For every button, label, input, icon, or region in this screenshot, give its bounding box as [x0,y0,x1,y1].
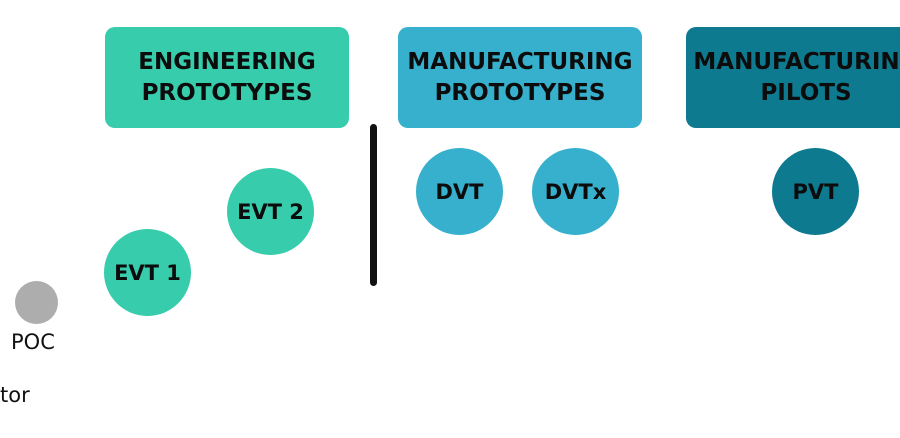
milestone-poc-label: POC [11,330,55,354]
milestone-poc-dot [15,281,58,324]
stage-label-line2: PROTOTYPES [434,79,606,106]
milestone-evt1: EVT 1 [104,229,191,316]
milestone-label: PVT [792,179,839,204]
milestone-pvt: PVT [772,148,859,235]
stage-manufacturing-prototypes: MANUFACTURING PROTOTYPES [398,27,642,128]
phase-divider [370,124,377,286]
stage-label-line2: PROTOTYPES [141,79,313,106]
milestone-label: EVT 1 [114,260,181,285]
milestone-label: DVTx [544,179,607,204]
milestone-dvt: DVT [416,148,503,235]
stage-label-line1: MANUFACTURING [693,48,900,75]
stage-manufacturing-pilots: MANUFACTURING PILOTS [686,27,900,128]
stage-label-line1: MANUFACTURING [407,48,633,75]
stage-label-line2: PILOTS [760,79,852,106]
milestone-label: DVT [435,179,484,204]
stage-label-line1: ENGINEERING [138,48,316,75]
partial-label: tor [0,383,30,407]
milestone-label: EVT 2 [237,199,304,224]
stage-engineering-prototypes: ENGINEERING PROTOTYPES [105,27,349,128]
milestone-evt2: EVT 2 [227,168,314,255]
milestone-dvtx: DVTx [532,148,619,235]
